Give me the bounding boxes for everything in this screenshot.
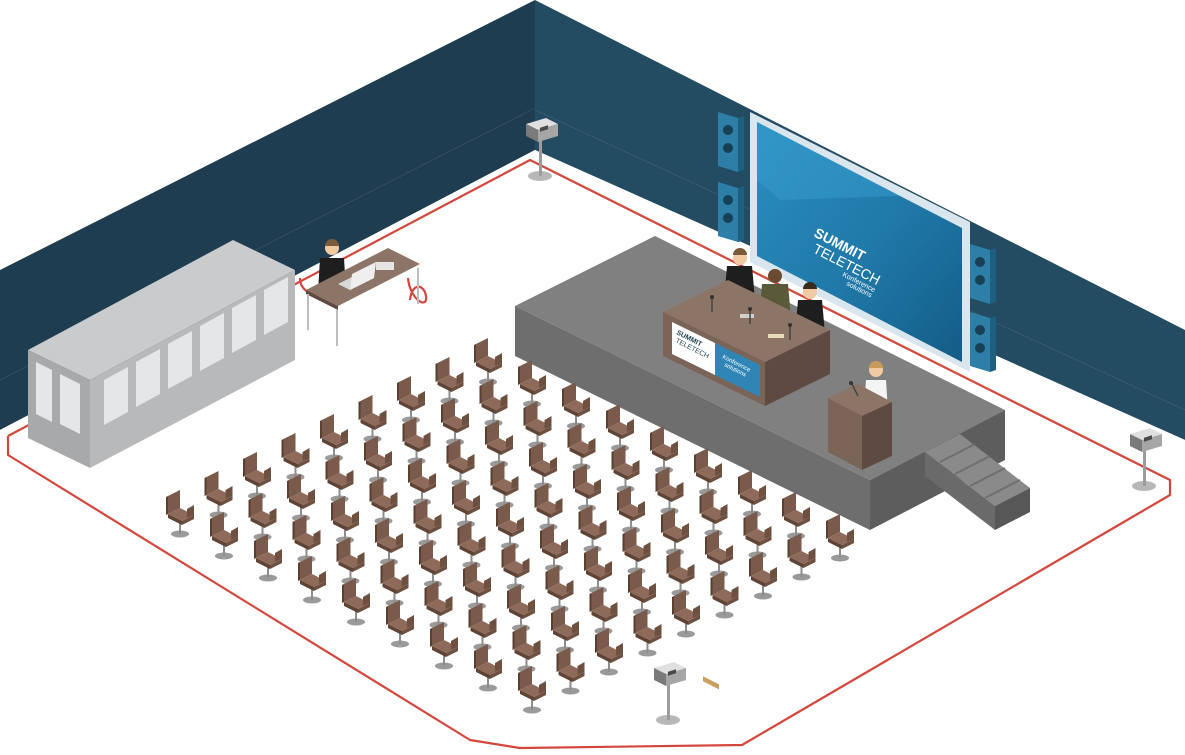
panel-table: SUMMIT TELETECH Konference solutions xyxy=(663,280,830,690)
wall-speaker-icon xyxy=(970,244,996,304)
microphone-icon xyxy=(748,307,752,324)
microphone-icon xyxy=(788,323,792,340)
left-wall xyxy=(0,0,535,380)
laptop-icon xyxy=(338,262,376,290)
wall-speaker-icon xyxy=(718,112,744,172)
microphone-icon xyxy=(710,295,714,312)
lectern xyxy=(828,381,892,470)
technician-desk xyxy=(306,239,420,346)
wall-speaker-icon xyxy=(718,182,744,242)
microphone-icon xyxy=(849,381,859,397)
wall-speaker-icon xyxy=(970,312,996,372)
interpreter-booth xyxy=(28,240,295,468)
projection-screen: SUMMIT TELETECH Konference solutions xyxy=(750,112,970,372)
